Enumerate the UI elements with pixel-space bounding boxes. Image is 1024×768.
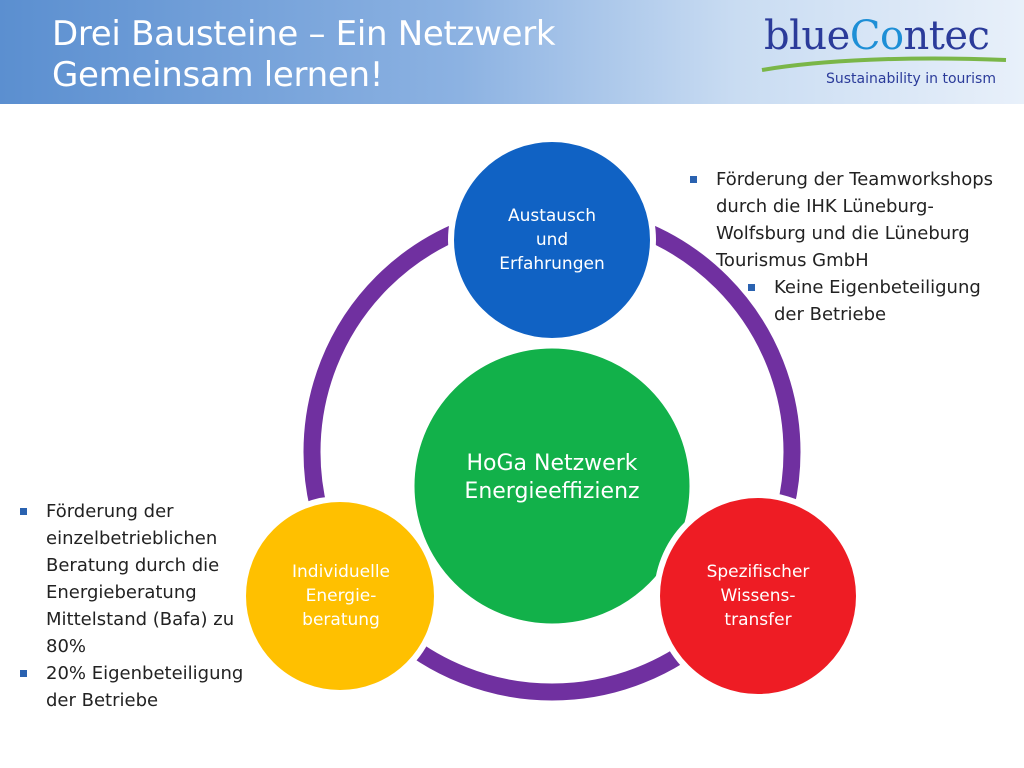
logo-word-ntec: ntec: [903, 13, 990, 59]
right-circle: [654, 492, 862, 700]
logo-word-co: Co: [849, 13, 904, 59]
left-notes-list: Förderung der einzelbetrieblichen Beratu…: [14, 498, 276, 714]
slide-title: Drei Bausteine – Ein Netzwerk Gemeinsam …: [52, 14, 556, 96]
top-circle-label: Austausch und Erfahrungen: [452, 204, 652, 276]
top-label-line2: und: [535, 230, 569, 250]
logo-word-blue: blue: [764, 13, 850, 59]
right-label-line1: Spezifischer: [706, 562, 810, 582]
left-note-item: Förderung der einzelbetrieblichen Beratu…: [14, 498, 276, 660]
top-circle: [448, 136, 656, 344]
title-line-1: Drei Bausteine – Ein Netzwerk: [52, 14, 556, 54]
left-label-line2: Energie-: [305, 586, 377, 606]
logo-swoosh-icon: [761, 56, 1007, 72]
right-label-line3: transfer: [724, 610, 792, 630]
left-label-line1: Individuelle: [291, 562, 390, 582]
right-circle-label: Spezifischer Wissens- transfer: [660, 560, 856, 632]
logo-tagline: Sustainability in tourism: [826, 71, 996, 87]
right-notes-list: Förderung der Teamworkshops durch die IH…: [684, 166, 1016, 328]
left-circle: [240, 496, 440, 696]
right-label-line2: Wissens-: [720, 586, 796, 606]
center-circle: [409, 343, 695, 629]
left-circle-label: Individuelle Energie- beratung: [246, 560, 436, 632]
left-label-line3: beratung: [302, 610, 380, 630]
title-line-2: Gemeinsam lernen!: [52, 55, 384, 95]
top-label-line1: Austausch: [507, 206, 597, 226]
logo-wordmark: blueContec: [764, 12, 990, 60]
left-note-item: 20% Eigenbeteiligung der Betriebe: [14, 660, 276, 714]
right-note-item: Förderung der Teamworkshops durch die IH…: [684, 166, 1016, 274]
top-label-line3: Erfahrungen: [499, 254, 605, 274]
right-note-subitem: Keine Eigenbeteiligung der Betriebe: [684, 274, 1016, 328]
center-label-line2: Energieeffizienz: [464, 479, 640, 504]
center-label-line1: HoGa Netzwerk: [466, 451, 638, 476]
bluecontec-logo: blueContec Sustainability in tourism: [760, 12, 1010, 92]
title-banner: Drei Bausteine – Ein Netzwerk Gemeinsam …: [0, 0, 1024, 104]
center-circle-label: HoGa Netzwerk Energieeffizienz: [432, 450, 672, 506]
